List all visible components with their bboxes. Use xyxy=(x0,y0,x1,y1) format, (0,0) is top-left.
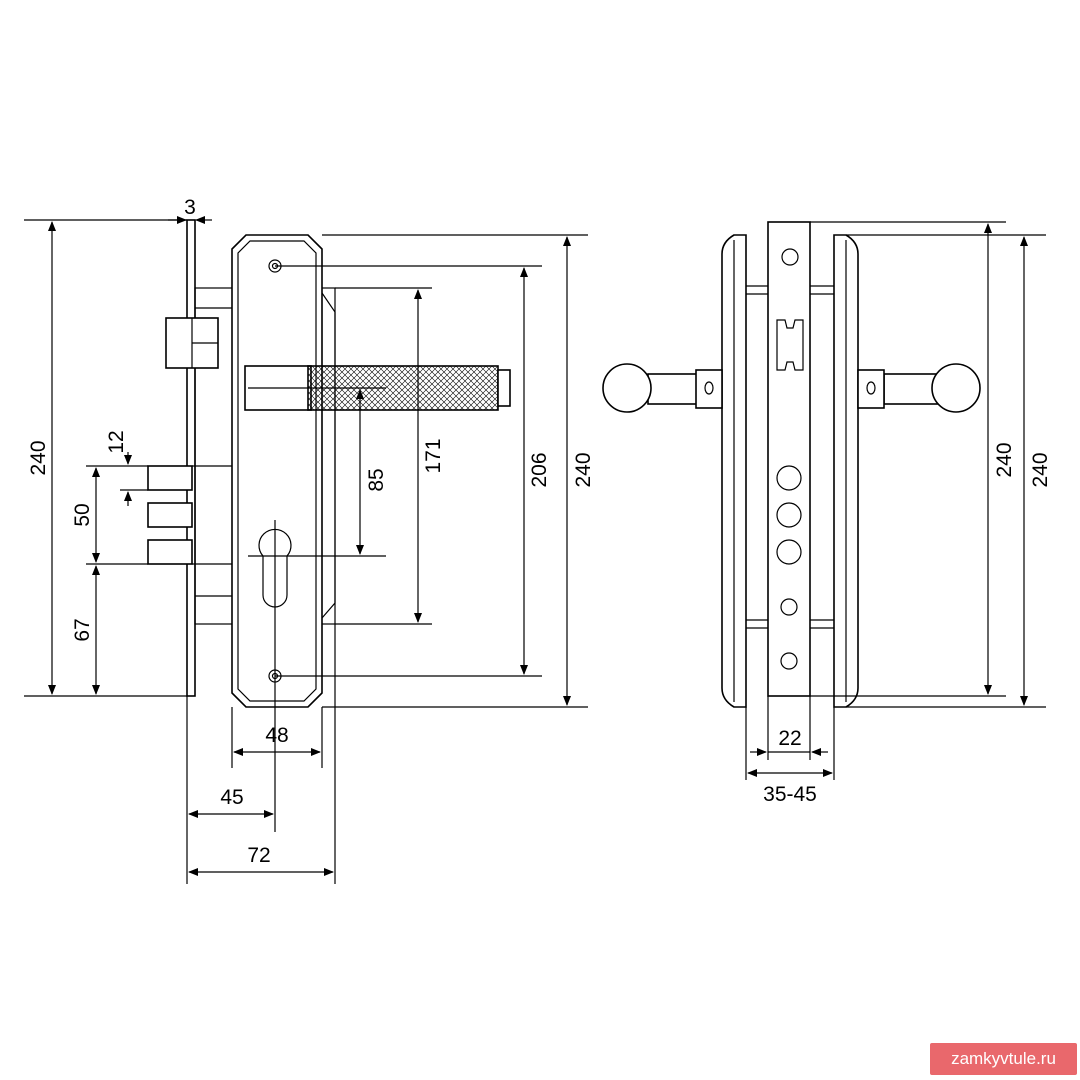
handle-left xyxy=(602,363,723,413)
dim-label-35-45: 35-45 xyxy=(763,783,817,806)
escutcheon-plate xyxy=(231,234,336,708)
handle-right xyxy=(857,363,981,413)
dim-label-3: 3 xyxy=(184,196,196,219)
faceplate-front xyxy=(767,221,811,697)
dim-label-171: 171 xyxy=(422,438,445,473)
dim-label-45: 45 xyxy=(220,786,243,809)
latch-bolt xyxy=(165,317,219,369)
dim-label-22: 22 xyxy=(778,727,801,750)
dim-label-48: 48 xyxy=(265,724,288,747)
dim-label-240-plate: 240 xyxy=(572,452,595,487)
dim-label-206: 206 xyxy=(528,452,551,487)
latch-opening-icon xyxy=(776,319,804,371)
dim-label-240-left: 240 xyxy=(27,440,50,475)
lock-faceplate xyxy=(186,219,196,697)
dim-label-240-side-inner: 240 xyxy=(993,442,1016,477)
front-view: 3 240 12 50 67 85 171 206 240 48 45 72 xyxy=(24,196,595,884)
cylinder-keyhole-icon xyxy=(258,528,292,608)
dim-label-72: 72 xyxy=(247,844,270,867)
dead-bolts xyxy=(147,465,232,565)
dim-label-50: 50 xyxy=(71,503,94,526)
watermark-text: zamkyvtule.ru xyxy=(951,1049,1056,1068)
watermark-badge[interactable]: zamkyvtule.ru xyxy=(930,1043,1077,1075)
dim-label-67: 67 xyxy=(71,618,94,641)
dim-label-85: 85 xyxy=(365,468,388,491)
dim-label-12: 12 xyxy=(105,430,128,453)
side-view: 240 240 22 35-45 xyxy=(602,221,1052,806)
dim-label-240-side-outer: 240 xyxy=(1029,452,1052,487)
